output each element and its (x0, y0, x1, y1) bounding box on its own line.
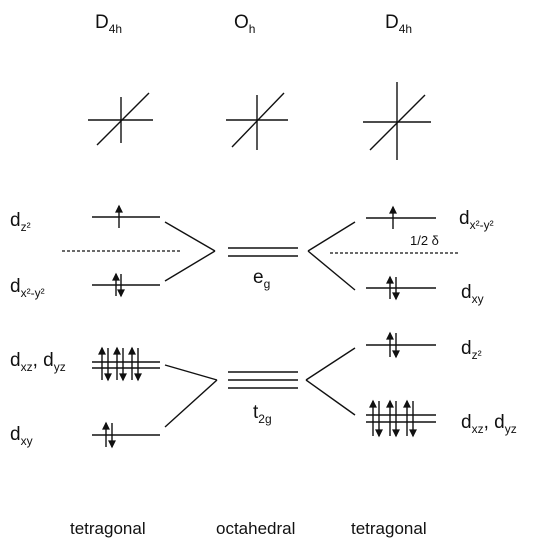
level-left-dxz-dyz (92, 346, 160, 382)
header-left: D4h (95, 12, 122, 36)
label-left-dxz-dyz: dxz, dyz (10, 350, 66, 374)
label-center-t2g: t2g (253, 402, 272, 426)
level-center-eg (228, 247, 298, 257)
axes-icon-left (88, 92, 153, 146)
level-left-dz2 (92, 204, 160, 228)
label-left-dx2y2: dx²-y² (10, 276, 45, 300)
label-right-dxy: dxy (461, 282, 484, 306)
correlation-line (307, 250, 356, 291)
axes-icon-center (226, 92, 288, 150)
level-center-t2g (228, 371, 298, 389)
correlation-line (305, 347, 356, 381)
label-half-delta: 1/2 δ (410, 233, 439, 248)
label-right-dz2: dz² (461, 338, 482, 362)
label-right-dxz-dyz: dxz, dyz (461, 412, 517, 436)
label-right-dx2y2: dx²-y² (459, 208, 494, 232)
footer-right: tetragonal (351, 519, 427, 538)
label-center-eg: eg (253, 267, 270, 291)
footer-left: tetragonal (70, 519, 146, 538)
correlation-line (164, 221, 216, 252)
correlation-line (307, 221, 356, 252)
level-left-dxy (92, 421, 160, 449)
correlation-line (305, 379, 356, 416)
level-right-dxz-dyz (366, 399, 436, 438)
footer-center: octahedral (216, 519, 295, 538)
label-left-dz2: dz² (10, 210, 31, 234)
header-center: Oh (234, 12, 255, 36)
header-right: D4h (385, 12, 412, 36)
correlation-line (164, 250, 216, 282)
level-right-dxy (366, 275, 436, 301)
correlation-line (164, 364, 218, 381)
level-left-dx2y2 (92, 272, 160, 298)
level-right-dz2 (366, 331, 436, 359)
correlation-line (164, 379, 218, 428)
label-left-dxy: dxy (10, 424, 33, 448)
level-right-dx2y2 (366, 205, 436, 229)
axes-icon-right (363, 82, 431, 160)
